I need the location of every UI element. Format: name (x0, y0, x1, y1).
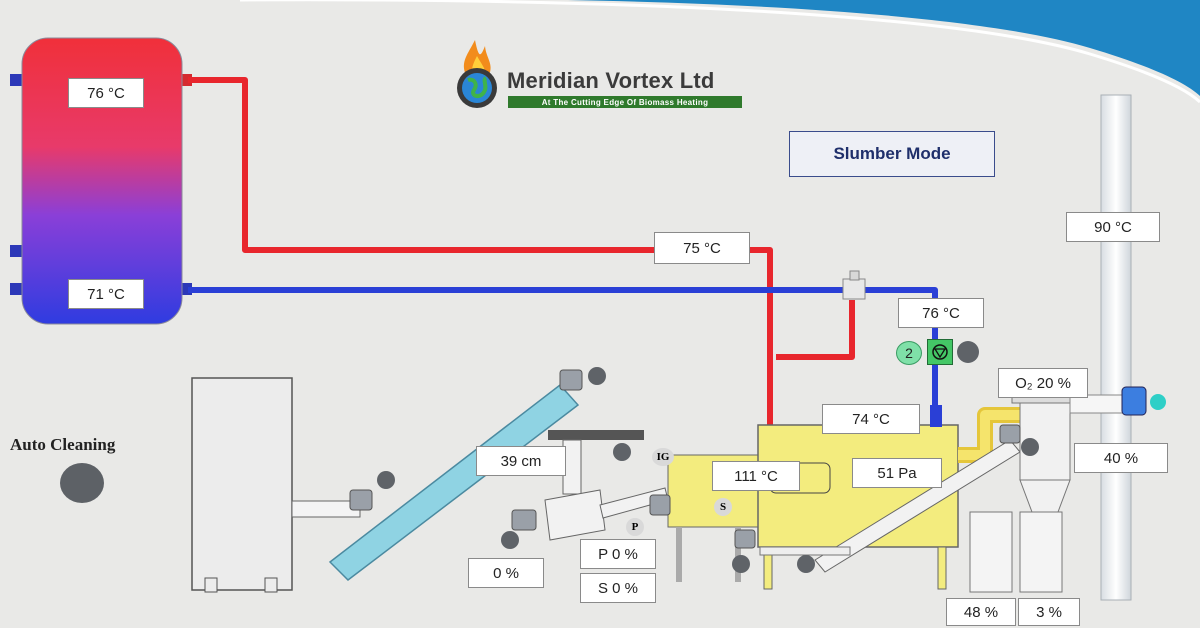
brand-tagline: At The Cutting Edge Of Biomass Heating (508, 96, 742, 108)
fan-speed: 40 % (1074, 443, 1168, 473)
flow-temp: 75 °C (654, 232, 750, 264)
status-dot (1021, 438, 1039, 456)
buffer-top-temp: 76 °C (68, 78, 144, 108)
combustion-temp: 111 °C (712, 461, 800, 491)
feed-box (544, 489, 606, 541)
buffer-tank (21, 37, 183, 325)
flue-temp: 90 °C (1066, 212, 1160, 242)
boiler-temp: 74 °C (822, 404, 920, 434)
igniter-marker: IG (652, 448, 674, 466)
status-dot (797, 555, 815, 573)
ash-bin-2-level: 3 % (1018, 598, 1080, 626)
buffer-bottom-temp: 71 °C (68, 279, 144, 309)
status-dot (588, 367, 606, 385)
ash-bin-1 (969, 511, 1013, 593)
flow-pipe-hot (188, 77, 773, 425)
ash-bin-1-level: 48 % (946, 598, 1016, 626)
flue-fan (1121, 386, 1147, 416)
pump-number: 2 (905, 345, 913, 361)
pump-number-badge[interactable]: 2 (896, 341, 922, 365)
chimney (1100, 94, 1132, 601)
draught-pressure: 51 Pa (852, 458, 942, 488)
mode-indicator[interactable]: Slumber Mode (789, 131, 995, 177)
inclined-auger (328, 383, 580, 581)
brand-name: Meridian Vortex Ltd (507, 68, 715, 93)
pump-icon[interactable] (927, 339, 953, 365)
status-dot (613, 443, 631, 461)
secondary-air-marker: S (714, 498, 732, 516)
auto-cleaning-button[interactable] (60, 463, 104, 503)
status-dot (957, 341, 979, 363)
pellet-hopper (191, 377, 293, 591)
status-dot (732, 555, 750, 573)
oxygen-reading: O₂ 20 % (998, 368, 1088, 398)
hopper-level: 39 cm (476, 446, 566, 476)
return-pipe-cold (188, 287, 938, 405)
ash-bin-2 (1019, 511, 1063, 593)
auger-motor-lower (349, 489, 373, 511)
globe-gear-icon (457, 68, 497, 108)
auto-cleaning-label: Auto Cleaning (10, 435, 116, 454)
primary-air-marker: P (626, 518, 644, 536)
return-temp: 76 °C (898, 298, 984, 328)
primary-air-percent: P 0 % (580, 539, 656, 569)
secondary-air-percent: S 0 % (580, 573, 656, 603)
auger-motor-upper (559, 369, 583, 391)
status-dot (377, 471, 395, 489)
status-dot (501, 531, 519, 549)
feed-percent: 0 % (468, 558, 544, 588)
